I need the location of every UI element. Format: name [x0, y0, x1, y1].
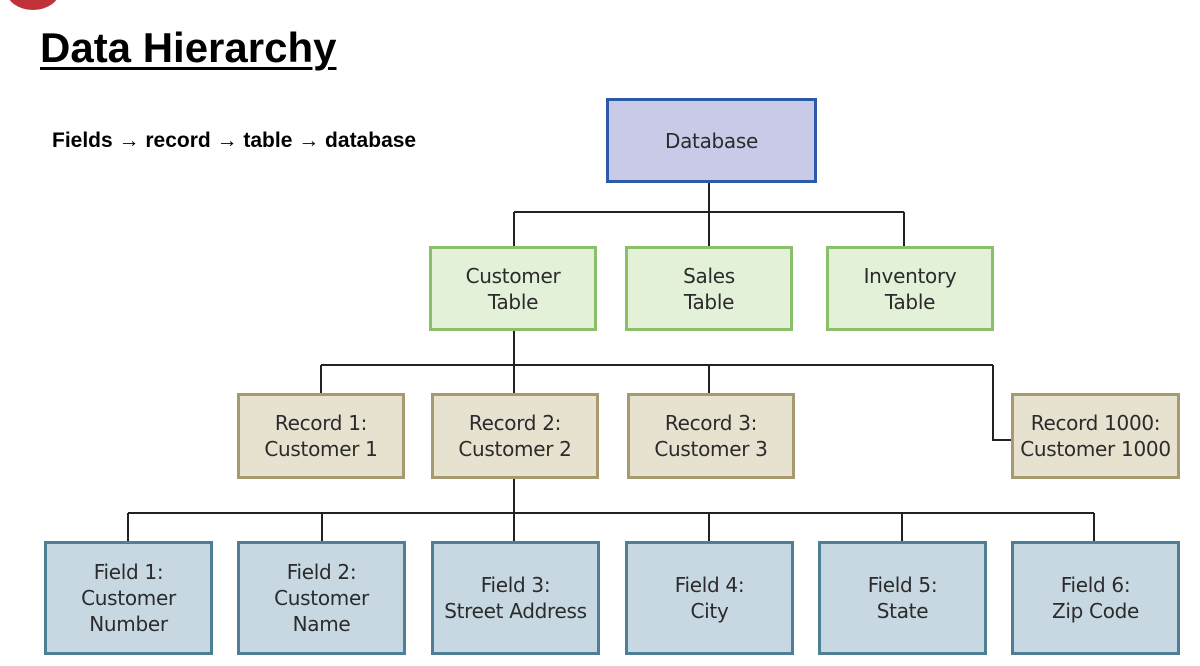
- corner-accent-circle: [6, 0, 60, 10]
- record-node-2: Record 2: Customer 2: [431, 393, 599, 479]
- table-node-sales: Sales Table: [625, 246, 793, 331]
- hierarchy-subtitle: Fields → record → table → database: [52, 129, 417, 152]
- field-node-6: Field 6: Zip Code: [1011, 541, 1180, 655]
- field-node-1: Field 1: Customer Number: [44, 541, 213, 655]
- field-node-5: Field 5: State: [818, 541, 987, 655]
- table-node-inventory: Inventory Table: [826, 246, 994, 331]
- table-node-customer: Customer Table: [429, 246, 597, 331]
- field-node-4: Field 4: City: [625, 541, 794, 655]
- page-title: Data Hierarchy: [40, 24, 337, 71]
- database-node: Database: [606, 98, 817, 183]
- field-node-3: Field 3: Street Address: [431, 541, 600, 655]
- record-node-3: Record 3: Customer 3: [627, 393, 795, 479]
- record-node-1: Record 1: Customer 1: [237, 393, 405, 479]
- record-node-1000: Record 1000: Customer 1000: [1011, 393, 1180, 479]
- field-node-2: Field 2: Customer Name: [237, 541, 406, 655]
